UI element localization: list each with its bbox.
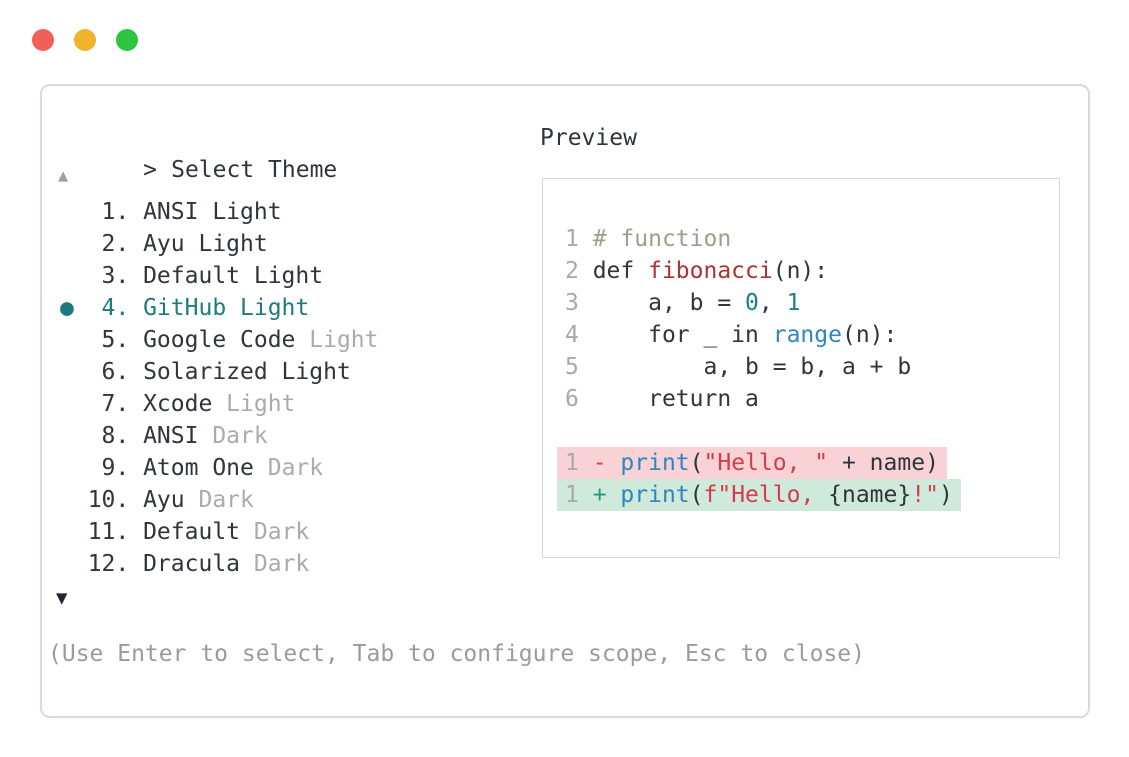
theme-variant-suffix: Dark [253, 551, 310, 577]
theme-list-item-google-code[interactable]: 5. Google Code Light [60, 327, 379, 353]
theme-list-item-atom-one[interactable]: 9. Atom One Dark [60, 455, 324, 481]
theme-list-item-ayu[interactable]: 10. Ayu Dark [60, 487, 254, 513]
theme-variant-suffix: Dark [253, 519, 310, 545]
line-number: 5 [565, 354, 593, 380]
theme-list-item-default-light[interactable]: 3. Default Light [60, 263, 324, 289]
code-line: 1 # function [565, 226, 732, 252]
theme-list: 1. ANSI Light 2. Ayu Light 3. Default Li… [60, 196, 379, 580]
code-line: 3 a, b = 0, 1 [565, 290, 801, 316]
page-title: Select Theme [171, 157, 338, 183]
code-line: 5 a, b = b, a + b [565, 354, 912, 380]
traffic-light-zoom-button[interactable] [116, 29, 138, 51]
theme-variant-suffix: Light [226, 391, 296, 417]
theme-variant-suffix: Light [309, 327, 379, 353]
line-number: 1 [565, 482, 593, 508]
diff-line-removed: 1 - print("Hello, " + name) [557, 447, 1059, 479]
preview-code: 1 # function 2 def fibonacci(n): 3 a, b = … [543, 179, 1059, 511]
traffic-light-close-button[interactable] [32, 29, 54, 51]
theme-list-item-github-light[interactable]: ● 4. GitHub Light [60, 295, 310, 321]
code-line: 4 for _ in range(n): [565, 322, 898, 348]
diff-line-added: 1 + print(f"Hello, {name}!") [557, 479, 1059, 511]
select-theme-prompt: > Select Theme [60, 122, 337, 218]
theme-variant-suffix: Dark [198, 487, 254, 513]
code-line [565, 415, 1059, 447]
theme-list-item-ayu-light[interactable]: 2. Ayu Light [60, 231, 268, 257]
line-number: 2 [565, 258, 593, 284]
line-number: 3 [565, 290, 593, 316]
theme-list-item-xcode[interactable]: 7. Xcode Light [60, 391, 296, 417]
scroll-up-icon[interactable]: ▲ [58, 166, 69, 186]
line-number: 1 [565, 226, 593, 252]
line-number: 1 [565, 450, 593, 476]
preview-label: Preview [540, 125, 637, 151]
traffic-lights [32, 29, 138, 51]
theme-variant-suffix: Dark [212, 423, 268, 449]
preview-pane: 1 # function 2 def fibonacci(n): 3 a, b = … [542, 178, 1060, 558]
code-line: 6 return a [565, 386, 759, 412]
line-number: 6 [565, 386, 593, 412]
prompt-chevron-icon: > [143, 157, 157, 183]
theme-list-item-solarized-light[interactable]: 6. Solarized Light [60, 359, 351, 385]
theme-list-item-dracula[interactable]: 12. Dracula Dark [60, 551, 310, 577]
theme-list-item-ansi-light[interactable]: 1. ANSI Light [60, 199, 282, 225]
theme-variant-suffix: Dark [267, 455, 324, 481]
code-line: 2 def fibonacci(n): [565, 258, 829, 284]
scroll-down-icon[interactable]: ▼ [56, 587, 68, 609]
traffic-light-minimize-button[interactable] [74, 29, 96, 51]
footer-hint: (Use Enter to select, Tab to configure s… [48, 641, 865, 667]
line-number: 4 [565, 322, 593, 348]
theme-list-item-default[interactable]: 11. Default Dark [60, 519, 310, 545]
theme-list-item-ansi[interactable]: 8. ANSI Dark [60, 423, 268, 449]
theme-picker-window: > Select Theme Preview ▲ 1. ANSI Light 2.… [40, 84, 1090, 718]
